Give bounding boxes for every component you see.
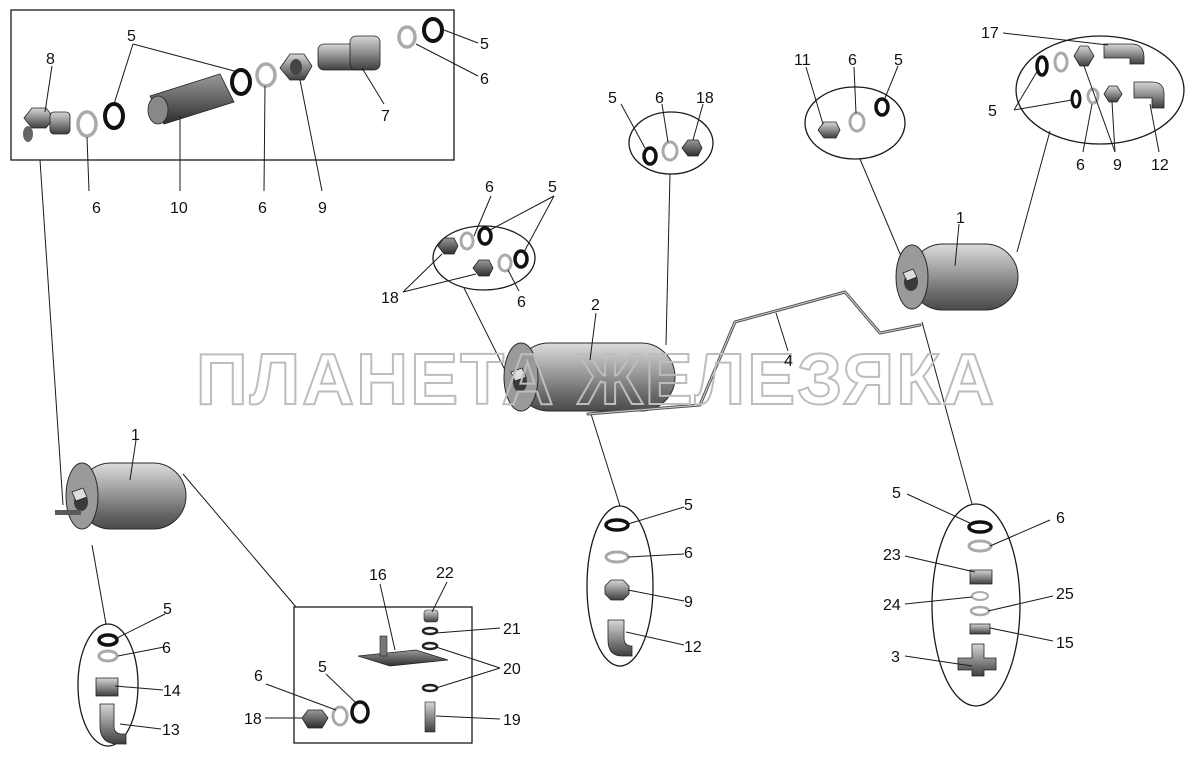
callout-12: 12 (684, 639, 702, 656)
callout-15: 15 (1056, 635, 1074, 652)
detail-ellipse-top-center (628, 111, 714, 175)
parts-bracket-box (301, 609, 449, 733)
callout-6: 6 (1076, 157, 1085, 174)
callout-20: 20 (503, 661, 521, 678)
oring-5-c (422, 17, 444, 43)
callout-19: 19 (503, 712, 521, 729)
parts-ellipse-top-right-small (817, 97, 890, 139)
detail-ellipse-top-right (1015, 35, 1185, 145)
callout-4: 4 (784, 353, 793, 370)
parts-ellipse-top-center (642, 139, 703, 166)
nut-9-a (279, 53, 313, 81)
callout-5: 5 (163, 601, 172, 618)
detail-box-fittings (10, 9, 455, 161)
leader-lines (44, 29, 1160, 730)
fitting-8 (23, 107, 71, 142)
parts-ellipse-bottom-center (604, 518, 633, 657)
coupling-10 (147, 73, 235, 125)
callout-24: 24 (883, 597, 901, 614)
callout-9: 9 (684, 594, 693, 611)
washer-6-c (397, 25, 417, 49)
callout-5: 5 (608, 90, 617, 107)
callout-10: 10 (170, 200, 188, 217)
callout-6: 6 (684, 545, 693, 562)
callout-18: 18 (244, 711, 262, 728)
callout-5: 5 (318, 659, 327, 676)
callout-21: 21 (503, 621, 521, 638)
callout-22: 22 (436, 565, 454, 582)
parts-ellipse-bottom-left (95, 633, 127, 745)
callout-8: 8 (46, 51, 55, 68)
callout-6: 6 (480, 71, 489, 88)
callout-18: 18 (696, 90, 714, 107)
callout-6: 6 (655, 90, 664, 107)
callout-14: 14 (163, 683, 181, 700)
detail-box-bracket (293, 606, 473, 744)
callout-25: 25 (1056, 586, 1074, 603)
callout-5: 5 (892, 485, 901, 502)
air-tank-right (895, 243, 1019, 311)
callout-6: 6 (485, 179, 494, 196)
callout-6: 6 (162, 640, 171, 657)
oring-5-a (103, 102, 125, 130)
callout-17: 17 (981, 25, 999, 42)
callout-6: 6 (1056, 510, 1065, 527)
callout-1: 1 (131, 427, 140, 444)
washer-6-b (255, 62, 277, 88)
oring-5-b (230, 68, 252, 96)
callout-6: 6 (258, 200, 267, 217)
callout-23: 23 (883, 547, 901, 564)
callout-7: 7 (381, 108, 390, 125)
adapter-7 (317, 35, 381, 71)
callout-labels: 8 5 6 10 6 9 7 5 6 6 5 18 6 5 6 18 11 6 … (46, 25, 1169, 739)
detail-ellipse-bottom-right (931, 503, 1021, 707)
callout-9: 9 (318, 200, 327, 217)
callout-2: 2 (591, 297, 600, 314)
callout-13: 13 (162, 722, 180, 739)
callout-5: 5 (548, 179, 557, 196)
air-tank-center (503, 342, 676, 412)
air-tank-left (55, 462, 187, 530)
callout-5: 5 (127, 28, 136, 45)
parts-ellipse-top-right (1035, 43, 1165, 109)
parts-ellipse-bottom-right (957, 520, 997, 677)
washer-6-a (76, 110, 98, 138)
callout-6: 6 (848, 52, 857, 69)
connecting-pipe (586, 290, 922, 416)
callout-6: 6 (517, 294, 526, 311)
callout-1: 1 (956, 210, 965, 227)
callout-18: 18 (381, 290, 399, 307)
watermark-text: ПЛАНЕТА ЖЕЛЕЗЯКА (196, 340, 996, 420)
callout-6: 6 (92, 200, 101, 217)
callout-5: 5 (480, 36, 489, 53)
callout-6: 6 (254, 668, 263, 685)
callout-9: 9 (1113, 157, 1122, 174)
detail-ellipse-top-left (432, 225, 536, 291)
callout-16: 16 (369, 567, 387, 584)
callout-5: 5 (988, 103, 997, 120)
callout-11: 11 (794, 52, 811, 69)
parts-ellipse-top-left (437, 226, 529, 277)
callout-3: 3 (891, 649, 900, 666)
callout-5: 5 (894, 52, 903, 69)
callout-5: 5 (684, 497, 693, 514)
callout-12: 12 (1151, 157, 1169, 174)
connector-lines (39, 130, 1051, 625)
detail-ellipse-bottom-left (77, 623, 139, 747)
